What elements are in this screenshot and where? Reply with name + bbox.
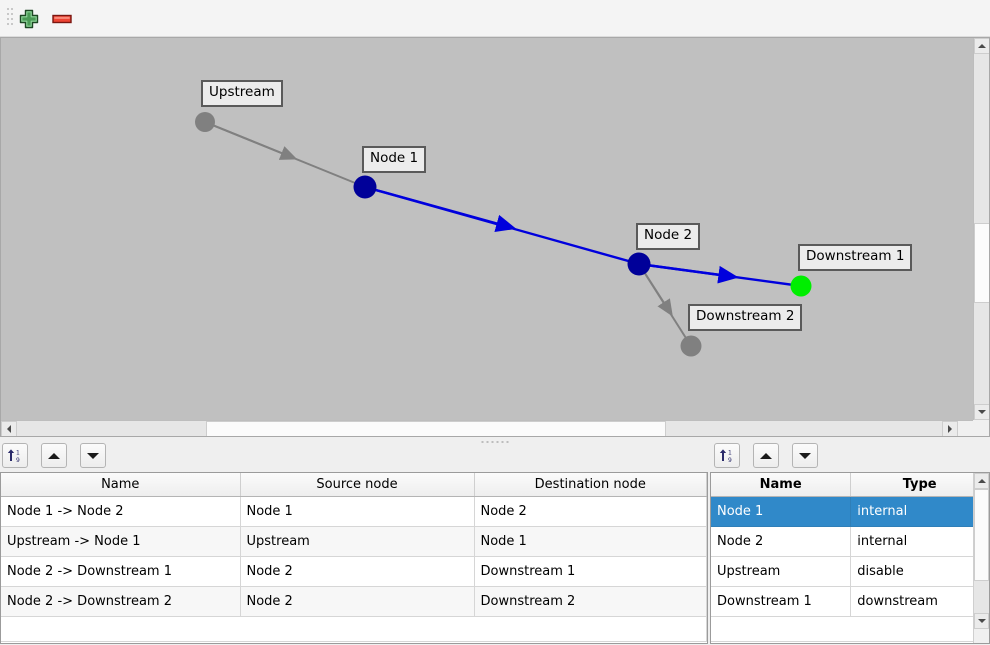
add-node-button[interactable] [16, 6, 42, 32]
cell-name[interactable]: Upstream [711, 556, 852, 587]
column-header-type[interactable]: Type [850, 473, 989, 497]
graph-label-node2[interactable]: Node 2 [636, 223, 701, 250]
cell-destination[interactable]: Node 2 [474, 496, 707, 527]
connections-sort-button[interactable]: 1 9 [2, 443, 28, 468]
cell-type[interactable]: disable [850, 556, 989, 587]
connections-button-bar: 1 9 [2, 443, 114, 471]
connections-move-down-button[interactable] [80, 443, 107, 468]
scroll-right-arrow-icon[interactable] [942, 421, 958, 436]
cell-source[interactable]: Upstream [240, 526, 475, 557]
empty-cell [1, 616, 707, 642]
graph-vertical-scrollbar[interactable] [973, 38, 989, 420]
cell-name[interactable]: Node 2 -> Downstream 2 [1, 586, 241, 617]
hscroll-thumb[interactable] [206, 421, 666, 436]
scroll-down-arrow-icon[interactable] [974, 613, 989, 629]
cell-type[interactable]: internal [850, 496, 989, 527]
graph-label-upstream[interactable]: Upstream [201, 80, 283, 107]
cell-name[interactable]: Node 1 -> Node 2 [1, 496, 241, 527]
column-header-name[interactable]: Name [711, 473, 852, 497]
graph-node-upstream [195, 112, 215, 132]
triangle-down-icon [799, 452, 812, 459]
scrollbar-corner [973, 420, 989, 436]
cell-destination[interactable]: Downstream 2 [474, 586, 707, 617]
bottom-section: 1 9 Name Source node [0, 443, 990, 645]
column-header-destination-node[interactable]: Destination node [474, 473, 707, 497]
red-minus-icon [52, 14, 72, 24]
cell-name[interactable]: Node 1 [711, 496, 852, 527]
svg-text:9: 9 [16, 457, 20, 464]
table-row[interactable]: Upstream -> Node 1 Upstream Node 1 [1, 526, 707, 557]
table-empty-row [1, 616, 707, 642]
graph-view-panel[interactable]: Upstream Node 1 Node 2 Downstream 1 Down… [0, 37, 990, 437]
graph-label-node1[interactable]: Node 1 [362, 146, 427, 173]
connections-table: Name Source node Destination node Node 1… [1, 473, 707, 642]
main-toolbar [0, 0, 990, 37]
green-plus-icon [19, 9, 39, 29]
table-row[interactable]: Node 1 internal [711, 496, 989, 527]
column-header-name[interactable]: Name [1, 473, 241, 497]
cell-source[interactable]: Node 1 [240, 496, 475, 527]
graph-node-downstream1 [790, 275, 812, 297]
graph-node-node1 [353, 175, 377, 199]
svg-text:9: 9 [728, 457, 732, 464]
graph-canvas[interactable]: Upstream Node 1 Node 2 Downstream 1 Down… [1, 38, 974, 420]
triangle-up-icon [48, 452, 61, 459]
cell-name[interactable]: Node 2 -> Downstream 1 [1, 556, 241, 587]
cell-type[interactable]: downstream [850, 586, 989, 617]
delete-node-button[interactable] [49, 6, 75, 32]
scroll-left-arrow-icon[interactable] [1, 421, 17, 436]
panel-splitter[interactable] [0, 437, 990, 447]
cell-type[interactable]: internal [850, 526, 989, 557]
table-row[interactable]: Node 1 -> Node 2 Node 1 Node 2 [1, 496, 707, 527]
table-row[interactable]: Downstream 1 downstream [711, 586, 989, 617]
svg-text:1: 1 [16, 450, 20, 457]
sort-icon: 1 9 [719, 449, 732, 464]
cell-source[interactable]: Node 2 [240, 556, 475, 587]
cell-destination[interactable]: Node 1 [474, 526, 707, 557]
graph-edges [195, 112, 812, 357]
nodes-table-wrapper[interactable]: Name Type Node 1 internal Node 2 interna… [710, 472, 990, 644]
nodes-move-up-button[interactable] [753, 443, 780, 468]
cell-name[interactable]: Node 2 [711, 526, 852, 557]
nodes-table-scrollbar[interactable] [973, 473, 989, 643]
sort-icon: 1 9 [7, 449, 20, 464]
graph-horizontal-scrollbar[interactable] [1, 420, 974, 436]
nodes-button-bar: 1 9 [714, 443, 826, 471]
table-row[interactable]: Node 2 -> Downstream 2 Node 2 Downstream… [1, 586, 707, 617]
triangle-down-icon [87, 452, 100, 459]
vscroll-thumb[interactable] [974, 223, 989, 303]
scroll-up-arrow-icon[interactable] [974, 473, 989, 489]
cell-name[interactable]: Downstream 1 [711, 586, 852, 617]
nodes-move-down-button[interactable] [792, 443, 819, 468]
scroll-up-arrow-icon[interactable] [974, 38, 989, 54]
connections-table-wrapper[interactable]: Name Source node Destination node Node 1… [0, 472, 708, 644]
table-row[interactable]: Node 2 internal [711, 526, 989, 557]
empty-cell [711, 616, 989, 642]
cell-destination[interactable]: Downstream 1 [474, 556, 707, 587]
graph-node-downstream2 [680, 335, 702, 357]
triangle-up-icon [760, 452, 773, 459]
nodes-header-row: Name Type [711, 473, 989, 497]
splitter-grip-icon [481, 441, 509, 443]
table-row[interactable]: Upstream disable [711, 556, 989, 587]
graph-label-downstream2[interactable]: Downstream 2 [688, 304, 803, 331]
graph-label-downstream1[interactable]: Downstream 1 [798, 244, 913, 271]
graph-node-node2 [627, 252, 651, 276]
nodes-sort-button[interactable]: 1 9 [714, 443, 740, 468]
connections-move-up-button[interactable] [41, 443, 68, 468]
table-empty-row [711, 616, 989, 642]
nodes-scroll-thumb[interactable] [974, 489, 989, 581]
cell-name[interactable]: Upstream -> Node 1 [1, 526, 241, 557]
table-row[interactable]: Node 2 -> Downstream 1 Node 2 Downstream… [1, 556, 707, 587]
nodes-table: Name Type Node 1 internal Node 2 interna… [711, 473, 989, 642]
cell-source[interactable]: Node 2 [240, 586, 475, 617]
toolbar-drag-handle[interactable] [7, 8, 13, 30]
svg-text:1: 1 [728, 450, 732, 457]
column-header-source-node[interactable]: Source node [240, 473, 475, 497]
scroll-down-arrow-icon[interactable] [974, 404, 989, 420]
connections-header-row: Name Source node Destination node [1, 473, 707, 497]
